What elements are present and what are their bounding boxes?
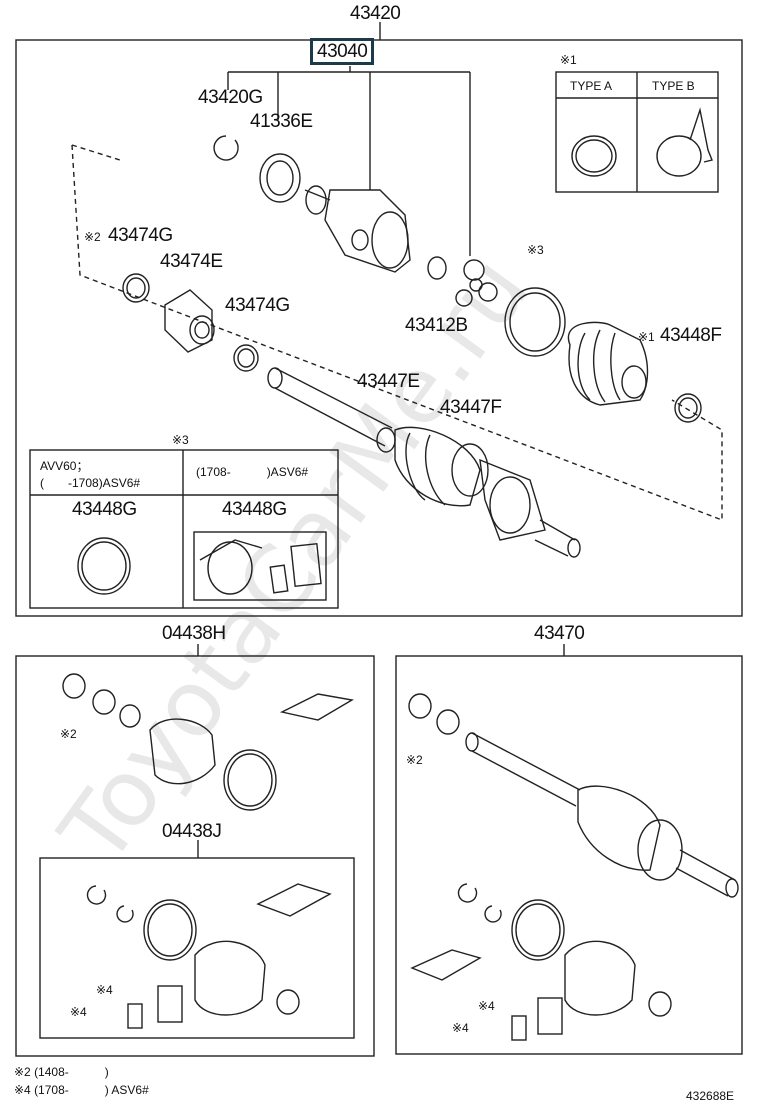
main-frame: [15, 39, 743, 617]
part-04438H[interactable]: 04438H: [162, 623, 226, 644]
part-43447F[interactable]: 43447F: [440, 397, 502, 418]
grease-pack-icon: [279, 693, 354, 721]
frame-04438J: [39, 857, 355, 1039]
boot-04438J-icon: [194, 940, 266, 1016]
frame-04438H: [15, 655, 375, 1057]
part-43474E[interactable]: 43474E: [160, 251, 223, 272]
clamp-small-icon: [62, 673, 86, 699]
clamp-type-a-icon: [571, 135, 617, 177]
inset-right-header: (1708- )ASV6#: [196, 465, 309, 479]
footnote-4: ※4 (1708- ) ASV6#: [14, 1083, 149, 1097]
clamp-43448F-icon: [674, 393, 702, 423]
footnote-2: ※2 (1408- ): [14, 1065, 109, 1079]
leader-43040: [227, 66, 471, 256]
mark-4a: ※4: [96, 983, 113, 997]
part-43474G-b[interactable]: 43474G: [225, 295, 290, 316]
inset-left-header-2: ( -1708)ASV6#: [40, 476, 141, 490]
mark-2c: ※2: [406, 753, 423, 767]
mark-1: ※1: [560, 53, 577, 67]
drive-shaft-icon: [267, 367, 581, 558]
type-b-label: TYPE B: [652, 79, 695, 93]
clamp-43474G-icon: [122, 273, 150, 303]
outboard-joint-housing-icon: [304, 185, 411, 273]
tripod-icon: [455, 259, 498, 307]
part-43420G[interactable]: 43420G: [198, 87, 263, 108]
mark-4d: ※4: [452, 1021, 469, 1035]
diagram-id: 432688E: [686, 1089, 735, 1103]
mark-4b: ※4: [70, 1005, 87, 1019]
mark-3b: ※3: [172, 433, 189, 447]
snap-ring-icon: [427, 256, 447, 280]
damper-icon: [164, 289, 215, 353]
type-a-label: TYPE A: [570, 79, 613, 93]
part-43448G-b[interactable]: 43448G: [222, 499, 287, 520]
kit-43448G-b-box: [193, 531, 327, 601]
boot-clamp-large-icon: [504, 287, 566, 357]
part-41336E[interactable]: 41336E: [250, 111, 313, 132]
highlight-part-43040[interactable]: 43040: [310, 38, 375, 65]
mark-3: ※3: [527, 243, 544, 257]
part-43470[interactable]: 43470: [534, 623, 585, 644]
clamp-04438H-icon: [223, 749, 277, 811]
mark-4c: ※4: [478, 999, 495, 1013]
mark-2b: ※2: [60, 727, 77, 741]
boot-43448F-icon: [567, 321, 649, 406]
inset-left-header-1: AVV60；: [40, 459, 89, 473]
circlip-icon: [213, 135, 239, 161]
inset-box: [29, 449, 339, 609]
drive-shaft-43470-icon: [465, 732, 739, 898]
assembly-number: 43420: [350, 3, 401, 24]
mark-1b: ※1: [638, 330, 655, 344]
part-43448F[interactable]: 43448F: [660, 325, 722, 346]
part-43447E[interactable]: 43447E: [357, 371, 420, 392]
clamp-43474G-b-icon: [233, 344, 259, 372]
boot-04438H-icon: [149, 718, 216, 785]
part-43412B[interactable]: 43412B: [405, 315, 468, 336]
clamp-type-b-icon: [656, 135, 702, 177]
clamp-43448G-b-icon: [207, 541, 253, 595]
bearing-icon: [259, 153, 301, 203]
mark-2: ※2: [84, 230, 101, 244]
part-04438J[interactable]: 04438J: [162, 821, 222, 842]
part-43474G-a[interactable]: 43474G: [108, 225, 173, 246]
frame-43470: [395, 655, 743, 1055]
clamp-43448G-a-icon: [77, 537, 131, 595]
part-43448G-a[interactable]: 43448G: [72, 499, 137, 520]
